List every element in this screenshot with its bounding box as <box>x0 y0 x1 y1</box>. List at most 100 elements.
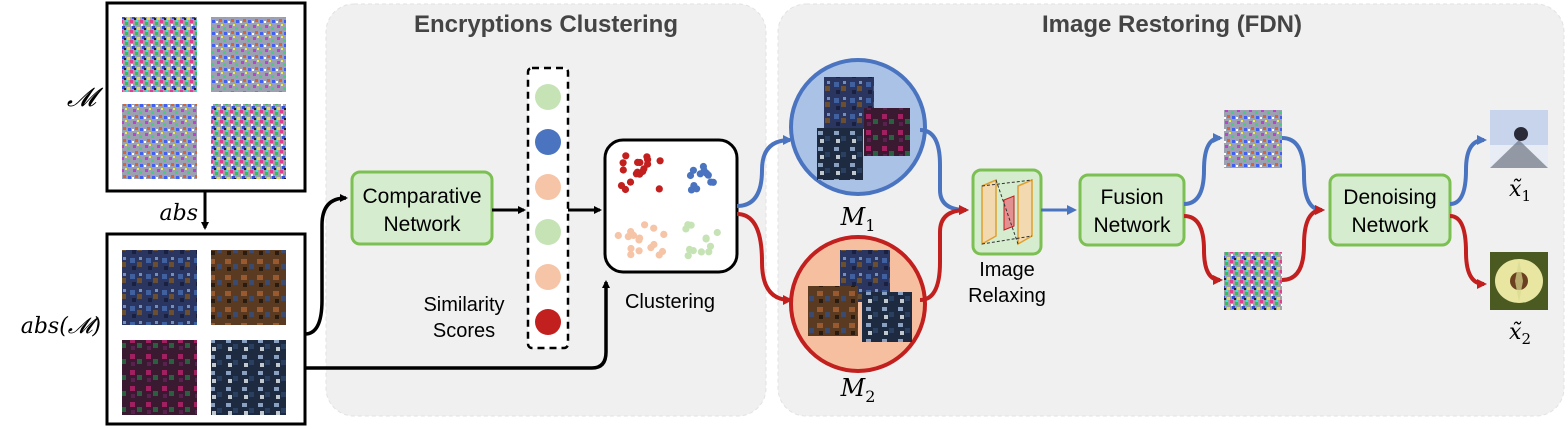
image-relaxing-label-2: Relaxing <box>968 285 1046 307</box>
cluster-point <box>707 178 715 186</box>
cluster-point <box>641 221 649 229</box>
similarity-dot-5 <box>535 264 561 290</box>
cluster-point <box>627 251 635 259</box>
arrow-denoise-to-x2 <box>1449 214 1487 289</box>
fusion-network-label-2: Network <box>1093 214 1171 237</box>
cluster-point <box>639 167 647 176</box>
similarity-dot-6 <box>535 309 561 335</box>
cluster-point <box>656 157 664 165</box>
fused-image-2 <box>1224 252 1282 310</box>
cluster-point <box>658 247 667 256</box>
arrow-bottom-to-denoise <box>1281 205 1325 282</box>
cluster-point <box>624 233 632 241</box>
relax-plane-left <box>981 178 997 246</box>
m-label: 𝓜 <box>67 83 104 113</box>
similarity-dot-2 <box>535 129 561 155</box>
cluster-point <box>684 221 692 229</box>
cluster-point <box>697 248 706 256</box>
similarity-dot-1 <box>535 84 561 110</box>
comparative-network-label-1: Comparative <box>362 185 481 208</box>
cluster-point <box>626 178 635 186</box>
m2-image-3 <box>862 292 912 342</box>
encrypted-image-2 <box>211 17 286 92</box>
denoising-network-label-1: Denoising <box>1343 186 1436 209</box>
comparative-network-label-2: Network <box>383 213 461 236</box>
cluster-point <box>644 160 652 168</box>
cluster-point <box>655 185 663 193</box>
cluster-point <box>686 171 695 180</box>
clustering-label: Clustering <box>625 291 715 313</box>
similarity-label-1: Similarity <box>423 294 504 316</box>
arrow-fusion-to-top <box>1183 133 1223 206</box>
cluster-point <box>705 248 713 256</box>
cluster-point <box>634 158 642 166</box>
cluster-point <box>702 235 710 243</box>
x1-label: x̃1 <box>1509 177 1531 205</box>
similarity-dots <box>535 84 561 335</box>
x2-label: x̃2 <box>1509 320 1531 348</box>
cluster-point <box>622 152 630 160</box>
fused-image-1 <box>1224 110 1282 168</box>
image-relaxing-label-1: Image <box>979 259 1035 281</box>
cluster-point <box>619 159 627 167</box>
cluster-point <box>699 162 708 171</box>
relax-dashed-3 <box>995 179 1019 245</box>
cluster-point <box>647 244 655 252</box>
cluster-point <box>650 224 658 232</box>
arrow-to-comparative <box>304 194 348 336</box>
cluster-point <box>689 247 697 255</box>
arrow-m2-to-relax <box>919 205 969 302</box>
m1-image-3 <box>864 108 910 156</box>
cluster-point <box>632 170 641 178</box>
relax-dashed-1 <box>981 179 1033 187</box>
restored-image-2 <box>1490 252 1548 310</box>
denoising-network-label-2: Network <box>1351 214 1429 237</box>
relax-plane-right <box>1017 178 1033 246</box>
cluster-point <box>627 244 635 253</box>
denoising-network-module <box>1328 173 1452 247</box>
m1-image-2 <box>817 128 863 180</box>
cluster-point <box>704 171 712 179</box>
abs-image-4 <box>211 340 286 415</box>
cluster-point <box>706 242 715 250</box>
cluster-point <box>621 185 630 194</box>
encrypted-image-4 <box>211 104 286 179</box>
abs-label: abs <box>160 201 199 226</box>
arrow-denoise-to-x1 <box>1449 135 1487 206</box>
abs-image-2 <box>211 250 286 325</box>
similarity-label-2: Scores <box>433 320 495 342</box>
cluster-point <box>636 234 644 242</box>
cluster-point <box>684 252 692 260</box>
cluster-point <box>713 228 721 237</box>
cluster-point <box>619 166 627 174</box>
encrypted-image-3 <box>122 104 197 179</box>
arrow-to-clustering <box>305 280 610 370</box>
abs-m-label: abs(𝓜) <box>21 314 101 339</box>
abs-image-1 <box>122 250 197 325</box>
cluster-point <box>614 231 622 240</box>
similarity-dot-4 <box>535 219 561 245</box>
m1-label: M1 <box>840 203 876 235</box>
restored-image-1 <box>1490 110 1548 168</box>
cluster-point <box>693 185 701 193</box>
m2-label: M2 <box>840 374 876 406</box>
arrow-fusion-to-bottom <box>1183 214 1223 285</box>
clustering-panel-title: Encryptions Clustering <box>414 11 678 38</box>
fusion-network-module <box>1078 173 1186 247</box>
abs-image-3 <box>122 340 197 415</box>
fusion-network-label-1: Fusion <box>1100 186 1163 209</box>
comparative-network-module <box>350 170 494 246</box>
m2-image-2 <box>808 286 858 336</box>
cluster-point <box>635 247 643 255</box>
arrow-to-m1 <box>736 135 793 208</box>
encrypted-image-1 <box>122 17 197 92</box>
arrow-to-m2 <box>736 212 793 305</box>
restoring-panel-title: Image Restoring (FDN) <box>1042 11 1302 38</box>
similarity-dot-3 <box>535 174 561 200</box>
cluster-points <box>614 152 721 260</box>
cluster-point <box>660 230 668 238</box>
arrow-top-to-denoise <box>1281 136 1325 215</box>
arrow-m1-to-relax <box>919 128 969 215</box>
relax-plane-center <box>1003 195 1015 231</box>
